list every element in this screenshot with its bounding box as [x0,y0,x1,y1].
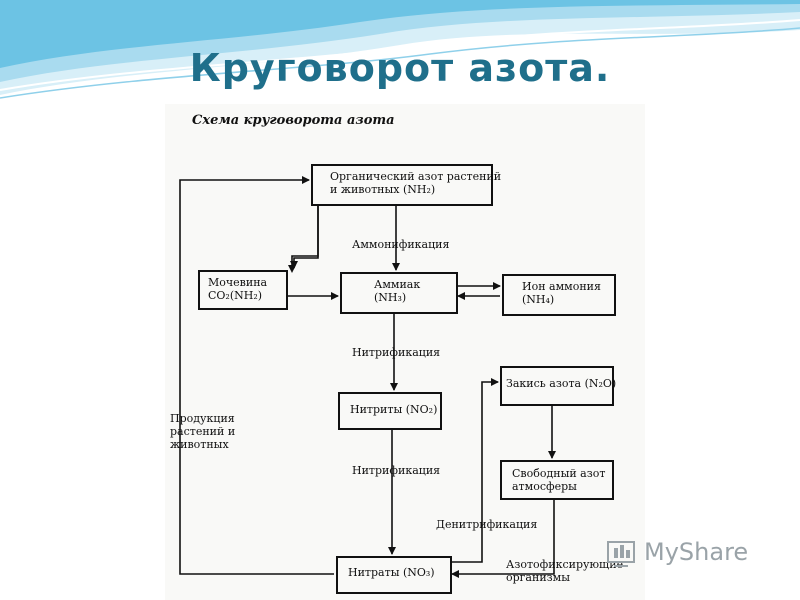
edge-nitrates-to-organic [179,176,334,575]
watermark-text: MyShare [644,538,749,566]
node-organic-nitrogen [311,164,493,206]
edge-free-nitrogen-to-nitrates [451,498,555,578]
node-urea [198,270,288,310]
node-ammonia-label: Аммиак (NH₃) [374,278,421,304]
slide-title: Круговорот азота. [189,46,611,90]
label-nitrification-2: Нитрификация [352,464,441,477]
node-free-nitrogen-label: Свободный азот атмосферы [512,467,606,493]
myshare-logo-icon [607,541,635,567]
node-nitrous-oxide [500,366,614,406]
label-plant-animal-products: Продукция растений и животных [170,412,236,451]
node-nitrous-oxide-label: Закись азота (N₂O) [506,377,617,390]
label-ammonification: Аммонификация [352,238,450,251]
node-nitrates-label: Нитраты (NO₃) [348,566,435,579]
node-free-nitrogen [500,460,614,500]
label-nitrification-1: Нитрификация [352,346,441,359]
node-ammonium-ion-label: Ион аммония (NH₄) [522,280,601,306]
node-nitrites [338,392,442,430]
edge-nitrates-to-nitrous-oxide [450,378,499,563]
header-wave-decoration [0,0,800,99]
node-nitrites-label: Нитриты (NO₂) [350,403,438,416]
node-ammonium-ion [502,274,616,316]
diagram-title: Схема круговорота азота [192,113,395,128]
node-organic-nitrogen-label: Органический азот растений и животных (N… [330,170,502,196]
edge-organic-to-urea [291,204,319,270]
label-denitrification: Денитрификация [436,518,538,531]
diagram-scan-area [165,104,645,600]
node-urea-label: Мочевина CO₂(NH₂) [208,276,268,302]
